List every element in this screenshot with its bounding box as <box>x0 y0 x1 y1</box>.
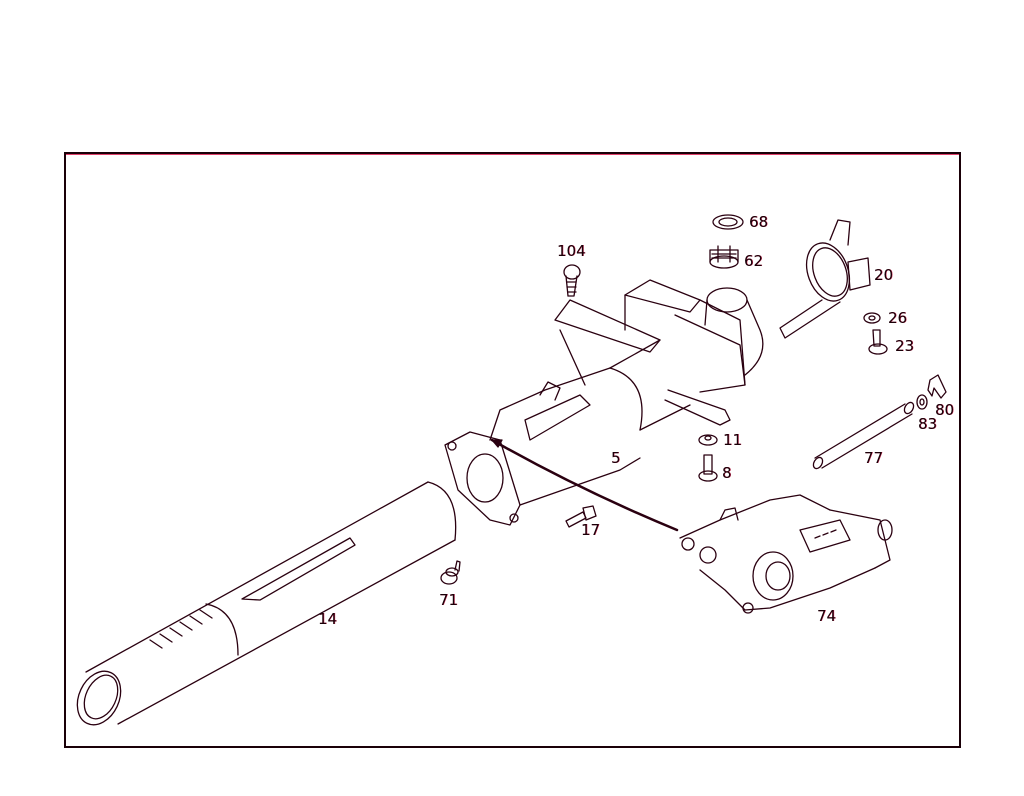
part-26-washer[interactable] <box>863 312 881 324</box>
part-8-screw[interactable] <box>698 454 718 482</box>
part-17-screw[interactable] <box>565 505 597 528</box>
part-83-washer[interactable] <box>916 394 928 410</box>
callout-83[interactable]: 83 <box>918 415 938 433</box>
callout-20[interactable]: 20 <box>874 266 894 284</box>
part-62-spring[interactable] <box>709 245 739 269</box>
part-77-pin[interactable] <box>812 401 916 470</box>
diagram-frame <box>64 152 961 748</box>
callout-26[interactable]: 26 <box>888 309 908 327</box>
part-5-column-housing[interactable] <box>444 279 764 526</box>
part-104-screw[interactable] <box>563 264 581 297</box>
callout-104[interactable]: 104 <box>557 242 586 260</box>
callout-62[interactable]: 62 <box>744 252 764 270</box>
part-14-tube[interactable] <box>69 481 457 732</box>
callout-17[interactable]: 17 <box>581 521 601 539</box>
part-23-screw[interactable] <box>868 329 888 355</box>
assembly-arrow <box>490 438 679 532</box>
callout-80[interactable]: 80 <box>935 401 955 419</box>
part-80-clip[interactable] <box>927 374 947 399</box>
part-74-motor[interactable] <box>679 494 893 614</box>
part-20-bracket[interactable] <box>779 219 871 339</box>
callout-77[interactable]: 77 <box>864 449 884 467</box>
part-11-washer[interactable] <box>698 434 718 446</box>
part-68-ring[interactable] <box>712 214 744 230</box>
callout-71[interactable]: 71 <box>439 591 459 609</box>
callout-74[interactable]: 74 <box>817 607 837 625</box>
callout-68[interactable]: 68 <box>749 213 769 231</box>
callout-11[interactable]: 11 <box>723 431 743 449</box>
part-71-grommet[interactable] <box>440 560 461 585</box>
callout-14[interactable]: 14 <box>318 610 338 628</box>
callout-23[interactable]: 23 <box>895 337 915 355</box>
callout-5[interactable]: 5 <box>611 449 621 467</box>
callout-8[interactable]: 8 <box>722 464 732 482</box>
